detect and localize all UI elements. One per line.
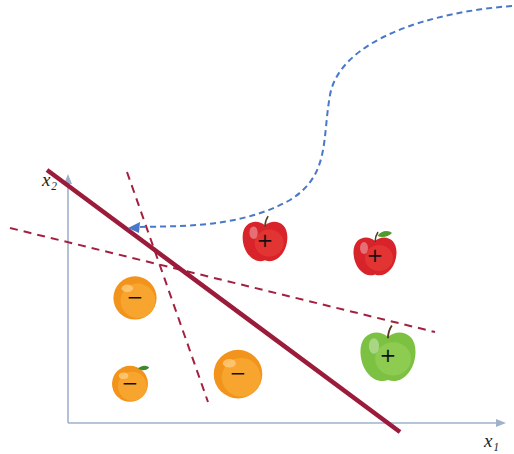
x-axis-arrow bbox=[496, 419, 506, 427]
apple-highlight bbox=[369, 338, 379, 353]
apple-body bbox=[353, 237, 396, 275]
orange-node: − bbox=[211, 346, 265, 400]
apple-body bbox=[243, 222, 288, 261]
axis-label: x₂ bbox=[42, 170, 57, 189]
orange-body bbox=[214, 350, 263, 399]
orange-body bbox=[113, 276, 156, 319]
callout-arrow bbox=[128, 222, 140, 233]
apple-shade bbox=[255, 230, 284, 257]
orange-body bbox=[112, 366, 148, 402]
apple-stem bbox=[265, 216, 268, 226]
decision-boundary bbox=[47, 170, 400, 432]
apple-node: + bbox=[350, 230, 400, 280]
apple-shade bbox=[375, 342, 411, 375]
apple-node: + bbox=[356, 323, 420, 387]
class-sign: + bbox=[380, 345, 397, 365]
orange-shade bbox=[121, 284, 156, 319]
orange-shade bbox=[222, 358, 261, 397]
apple-stem bbox=[375, 232, 378, 242]
leaf bbox=[378, 231, 393, 237]
class-sign: − bbox=[230, 363, 247, 383]
apple-stem bbox=[388, 326, 392, 339]
class-sign: + bbox=[257, 230, 274, 250]
apple-shade bbox=[365, 245, 393, 271]
apple-highlight bbox=[249, 226, 257, 238]
class-sign: + bbox=[367, 245, 384, 265]
callout-curve bbox=[138, 6, 512, 227]
class-sign: − bbox=[122, 373, 139, 393]
class-sign: − bbox=[127, 287, 144, 307]
y-axis bbox=[67, 182, 69, 423]
candidate-boundary bbox=[127, 172, 208, 402]
x-axis bbox=[68, 422, 498, 424]
orange-node: − bbox=[111, 273, 159, 321]
orange-node: − bbox=[110, 363, 150, 403]
apple-node: + bbox=[239, 214, 291, 266]
apple-body bbox=[360, 333, 415, 382]
orange-shade bbox=[118, 372, 147, 401]
axis-label: x₁ bbox=[484, 431, 499, 450]
candidate-boundary bbox=[10, 228, 435, 332]
leaf bbox=[138, 366, 149, 371]
